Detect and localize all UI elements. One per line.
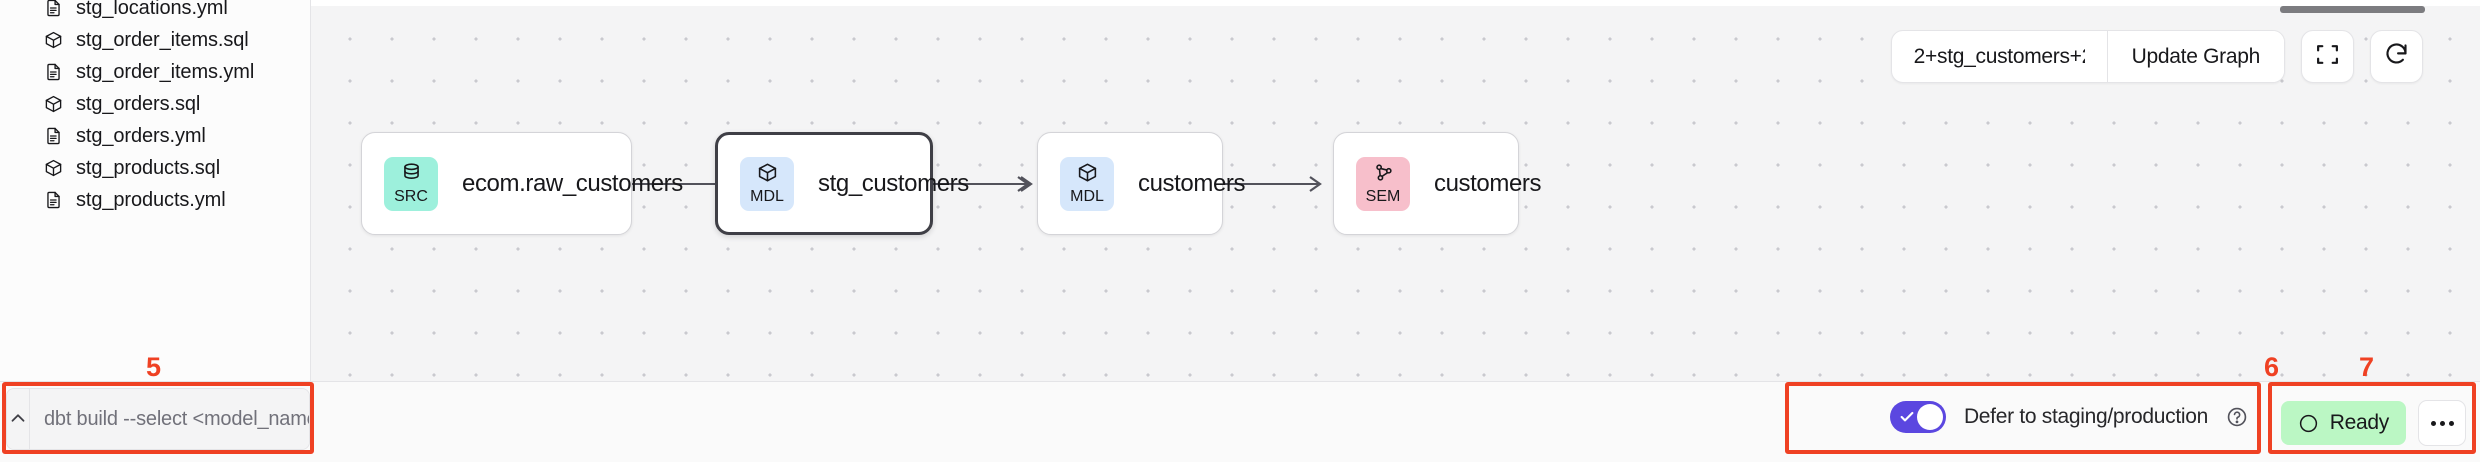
- cube-icon: [757, 162, 778, 188]
- status-group: Ready: [2280, 400, 2466, 446]
- panel-resize-handle[interactable]: [2280, 6, 2425, 13]
- edge-mdl2-to-sem: [1222, 176, 1322, 192]
- node-badge-mdl: MDL: [740, 156, 794, 211]
- file-name-label: stg_order_items.yml: [76, 60, 255, 83]
- node-title: customers: [1434, 169, 1542, 197]
- file-name-label: stg_order_items.sql: [76, 28, 249, 51]
- file-list-item-clipped[interactable]: [0, 216, 310, 230]
- defer-label: Defer to staging/production: [1963, 405, 2208, 428]
- refresh-icon: [2383, 41, 2410, 73]
- bottom-status-bar: Defer to staging/production Ready: [0, 381, 2480, 462]
- more-options-button[interactable]: [2418, 400, 2466, 446]
- toggle-knob: [1916, 404, 1943, 430]
- cube-sql-icon: [44, 29, 63, 51]
- file-yml-icon: [44, 61, 63, 83]
- graph-select-group: Update Graph: [1890, 30, 2285, 83]
- file-yml-icon: [44, 125, 63, 147]
- file-yml-icon: [44, 0, 63, 19]
- status-badge[interactable]: Ready: [2280, 401, 2406, 445]
- refresh-button[interactable]: [2370, 30, 2423, 83]
- circle-icon: [2298, 413, 2319, 434]
- cube-icon: [1077, 162, 1098, 188]
- help-circle-icon[interactable]: [2226, 406, 2248, 428]
- defer-toggle[interactable]: [1889, 401, 1946, 433]
- file-name-label: stg_products.sql: [76, 156, 221, 179]
- file-name-label: stg_orders.yml: [76, 124, 206, 147]
- chevron-up-icon: [7, 407, 29, 432]
- graph-select-input[interactable]: [1891, 31, 2107, 82]
- ellipsis-icon: [2430, 420, 2454, 426]
- file-list-item[interactable]: stg_orders.sql: [0, 88, 310, 120]
- cube-sql-icon: [44, 93, 63, 115]
- collapse-console-button[interactable]: [7, 389, 30, 449]
- node-badge-src: SRC: [384, 156, 438, 211]
- file-list-item[interactable]: stg_products.yml: [0, 184, 310, 216]
- file-name-label: stg_products.yml: [76, 188, 226, 211]
- file-yml-icon: [44, 189, 63, 211]
- edge-mdl1-to-mdl2: [933, 176, 1033, 192]
- node-badge-mdl: MDL: [1060, 156, 1114, 211]
- command-input-bar: [6, 388, 310, 450]
- file-list-item[interactable]: stg_locations.yml: [0, 0, 310, 24]
- cube-sql-icon: [44, 157, 63, 179]
- node-title: stg_customers: [818, 169, 969, 197]
- node-badge-label: MDL: [750, 188, 784, 205]
- file-explorer-sidebar: stg_locations.yml stg_order_items.sql stg_…: [0, 0, 311, 381]
- node-title: ecom.raw_customers: [462, 169, 683, 197]
- graph-node-mdl1[interactable]: MDL stg_customers: [715, 132, 969, 235]
- fullscreen-button[interactable]: [2301, 30, 2354, 83]
- node-badge-sem: SEM: [1356, 156, 1410, 211]
- file-list-item[interactable]: stg_order_items.sql: [0, 24, 310, 56]
- check-icon: [1899, 409, 1915, 430]
- command-input[interactable]: [30, 389, 309, 449]
- file-list-item[interactable]: stg_orders.yml: [0, 120, 310, 152]
- defer-toggle-group: Defer to staging/production: [1889, 401, 2248, 433]
- file-name-label: stg_orders.sql: [76, 92, 201, 115]
- database-icon: [401, 162, 422, 188]
- graph-toolbar: Update Graph: [1890, 30, 2423, 83]
- semantic-icon: [1373, 162, 1394, 188]
- update-graph-button[interactable]: Update Graph: [2106, 31, 2284, 82]
- file-list-item[interactable]: stg_order_items.yml: [0, 56, 310, 88]
- file-name-label: stg_locations.yml: [76, 0, 228, 19]
- graph-node-sem[interactable]: SEM customers: [1333, 132, 1542, 235]
- node-badge-label: SEM: [1365, 188, 1401, 205]
- graph-node-mdl2[interactable]: MDL customers: [1037, 132, 1246, 235]
- file-list-item[interactable]: stg_products.sql: [0, 152, 310, 184]
- file-list: stg_locations.yml stg_order_items.sql stg_…: [0, 0, 310, 230]
- node-badge-label: SRC: [394, 188, 428, 205]
- graph-node-src[interactable]: SRC ecom.raw_customers: [361, 132, 683, 235]
- fullscreen-icon: [2315, 42, 2340, 72]
- lineage-graph-canvas[interactable]: Update Graph: [311, 6, 2480, 381]
- node-badge-label: MDL: [1070, 188, 1104, 205]
- node-title: customers: [1138, 169, 1246, 197]
- status-label: Ready: [2329, 411, 2390, 434]
